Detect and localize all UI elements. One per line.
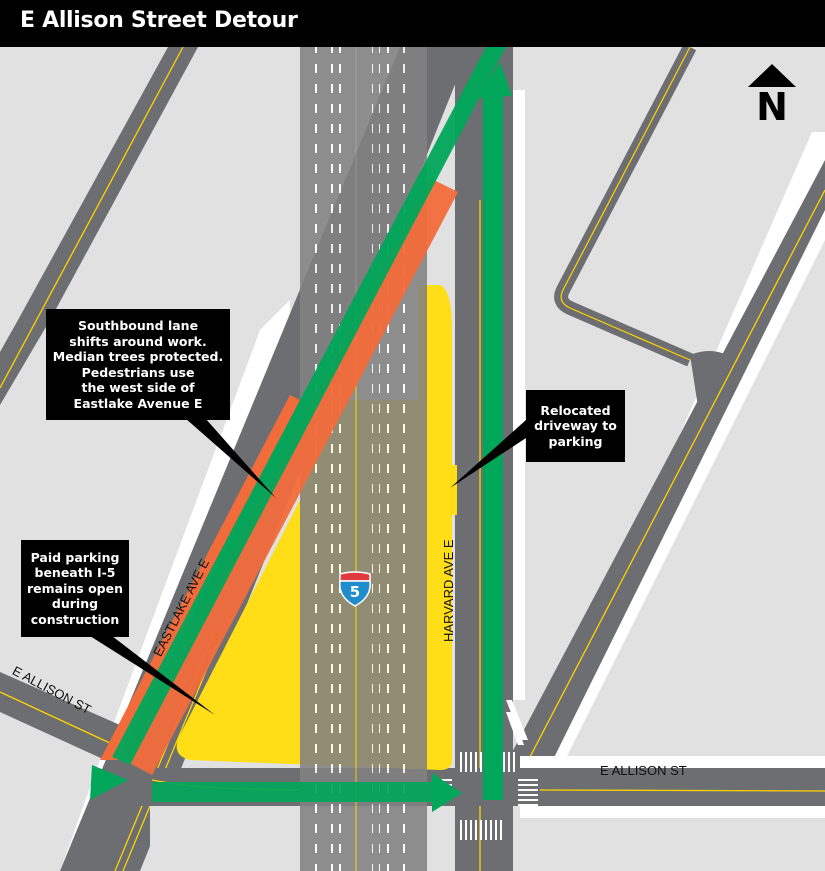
- construction-zone: [120, 178, 458, 775]
- crosswalks: [432, 700, 538, 840]
- i5-freeway: [300, 47, 427, 871]
- interstate-shield-icon: [339, 571, 371, 607]
- page-title: E Allison Street Detour: [20, 8, 298, 33]
- detour-arrow-southbound: [90, 47, 506, 800]
- detour-arrow-eastbound: [152, 773, 462, 812]
- e-allison-west-road: [0, 672, 120, 760]
- north-arrow-icon: [748, 64, 796, 87]
- street-label-e-allison-east: E ALLISON ST: [600, 763, 687, 778]
- title-bar: E Allison Street Detour: [0, 0, 825, 47]
- callout-pointer-southbound: [185, 418, 276, 498]
- callout-southbound-lane: Southbound lane shifts around work. Medi…: [46, 309, 230, 420]
- east-diagonal-street: [508, 132, 825, 800]
- ne-loop-street: [554, 43, 697, 367]
- callout-relocated-driveway: Relocated driveway to parking: [526, 390, 625, 462]
- callout-pointer-driveway: [450, 420, 526, 488]
- nw-diagonal-street: [0, 46, 198, 405]
- callout-paid-parking: Paid parking beneath I-5 remains open du…: [21, 540, 129, 637]
- north-arrow: N: [748, 64, 796, 126]
- detour-arrow-northbound: [478, 62, 512, 800]
- street-label-harvard: HARVARD AVE E: [441, 539, 456, 642]
- interstate-5-shield: 5: [337, 571, 373, 607]
- callout-pointer-parking: [90, 636, 215, 715]
- north-label: N: [756, 85, 788, 129]
- shield-number: 5: [349, 583, 361, 601]
